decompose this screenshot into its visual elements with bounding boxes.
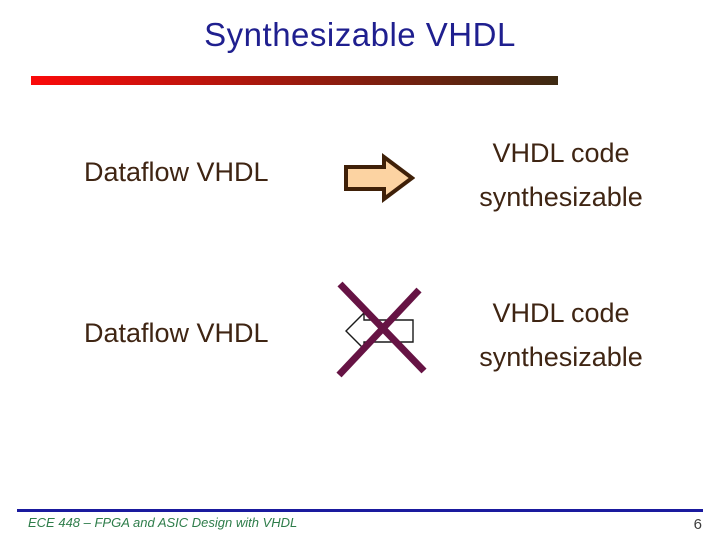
dataflow-vhdl-label-2: Dataflow VHDL [84, 318, 269, 348]
synthesizable-label-2-line2: synthesizable [479, 342, 643, 372]
footer-course-label: ECE 448 – FPGA and ASIC Design with VHDL [28, 515, 298, 530]
page-number: 6 [693, 516, 702, 533]
synthesizable-label-2-line1: VHDL code [492, 298, 630, 328]
synthesizable-label-1: VHDL code synthesizable [436, 131, 686, 219]
block-arrow-right-icon [344, 153, 415, 203]
synthesizable-label-1-line1: VHDL code [492, 138, 630, 168]
synthesizable-label-1-line2: synthesizable [479, 182, 643, 212]
dataflow-vhdl-label-1: Dataflow VHDL [84, 157, 269, 187]
synthesizable-label-2: VHDL code synthesizable [436, 291, 686, 379]
slide-title: Synthesizable VHDL [204, 16, 516, 53]
footer-divider-line [17, 509, 703, 512]
crossed-out-left-arrow-icon [336, 281, 427, 378]
title-underline-bar [31, 76, 558, 85]
